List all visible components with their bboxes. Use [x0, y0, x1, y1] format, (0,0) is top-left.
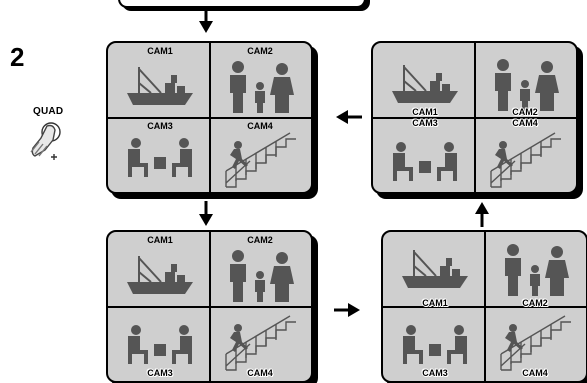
monitor-quad-view-1: CAM1 CAM2 CAM3 CAM4: [106, 41, 313, 194]
monitor-quad-view-4: CAM1 CAM2 CAM3 CAM4: [371, 41, 578, 194]
ship-icon: [127, 256, 193, 294]
cam1-label: CAM1: [147, 235, 173, 245]
office-icon: [128, 325, 192, 364]
cam1-label: CAM1: [422, 298, 448, 308]
cam3-label: CAM3: [422, 368, 448, 378]
ship-icon: [402, 250, 468, 288]
cam3-label: CAM3: [147, 368, 173, 378]
cam1-label: CAM1: [412, 107, 438, 117]
previous-step-connector: [118, 0, 366, 8]
stairs-icon: [225, 132, 296, 188]
arrow-down-top: [199, 8, 213, 33]
cam4-label: CAM4: [522, 368, 548, 378]
arrow-left: [336, 110, 362, 124]
stairs-icon: [490, 132, 561, 188]
ship-icon: [392, 65, 458, 103]
monitor-quad-view-2: CAM1 CAM2 CAM3 CAM4: [106, 230, 313, 383]
people-icon: [495, 59, 559, 111]
people-icon: [230, 250, 294, 302]
cam3-label: CAM3: [412, 118, 438, 128]
cam3-label: CAM3: [147, 121, 173, 131]
office-icon: [393, 142, 457, 181]
office-icon: [403, 325, 467, 364]
cam4-label: CAM4: [247, 368, 273, 378]
ship-icon: [127, 67, 193, 105]
cam1-label: CAM1: [147, 46, 173, 56]
cam2-label: CAM2: [247, 235, 273, 245]
arrow-right: [334, 303, 360, 317]
arrow-up: [475, 202, 489, 227]
people-icon: [230, 61, 294, 113]
people-icon: [505, 244, 569, 296]
cam2-label: CAM2: [512, 107, 538, 117]
quad-button-label: QUAD: [33, 106, 64, 117]
stairs-icon: [225, 315, 296, 371]
cam4-label: CAM4: [512, 118, 538, 128]
stairs-icon: [500, 315, 571, 371]
office-icon: [128, 138, 192, 177]
step-number: 2: [10, 42, 25, 72]
cam2-label: CAM2: [522, 298, 548, 308]
cam4-label: CAM4: [247, 121, 273, 131]
arrow-down: [199, 201, 213, 226]
monitor-quad-view-3: CAM1 CAM2 CAM3 CAM4: [381, 230, 587, 383]
cam2-label: CAM2: [247, 46, 273, 56]
hand-press-icon: [30, 122, 61, 160]
